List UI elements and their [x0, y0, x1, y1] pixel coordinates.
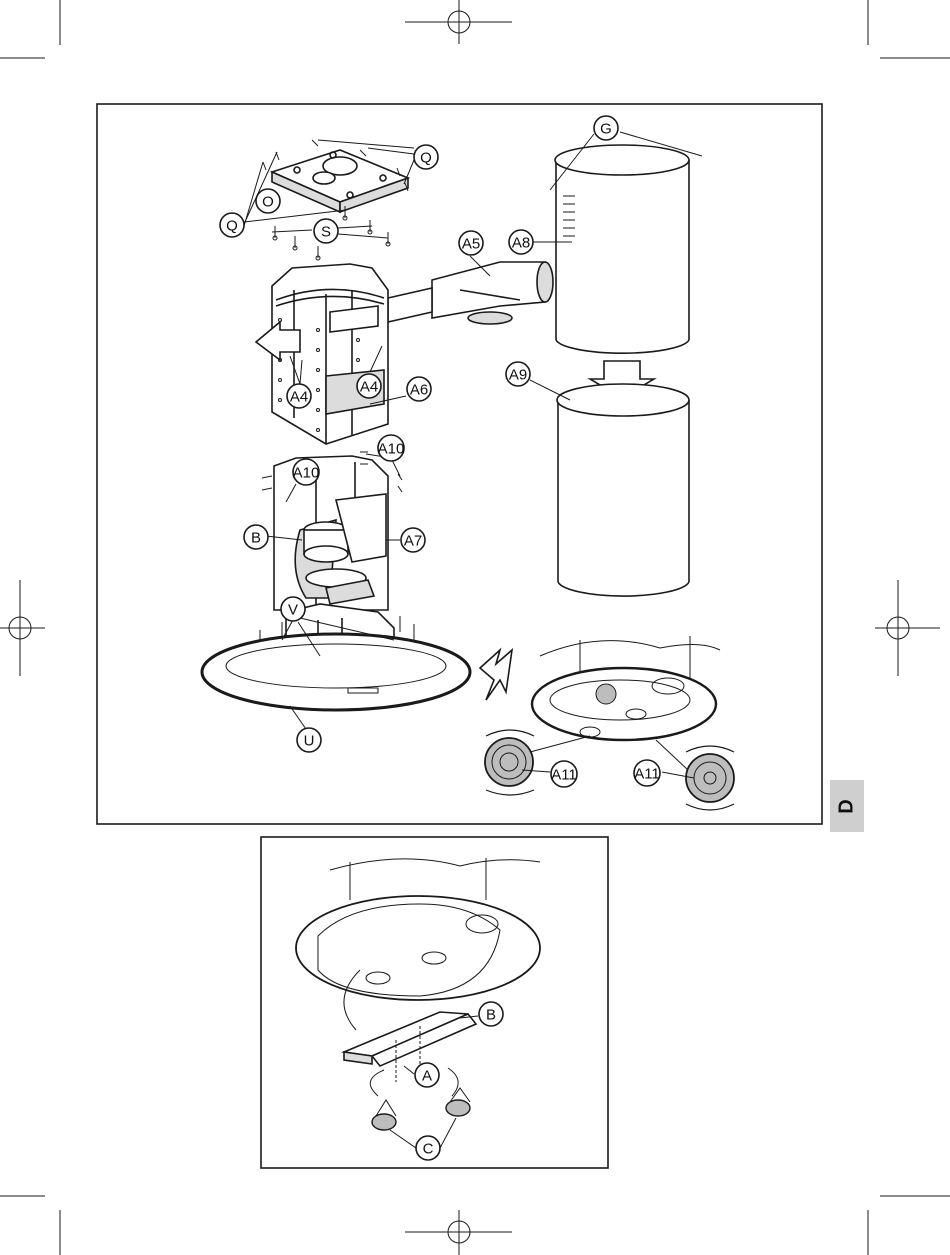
upper-hood-frame — [272, 264, 388, 444]
top-figure-frame — [97, 104, 822, 824]
lower-chimney — [557, 384, 689, 596]
lamps — [372, 1088, 470, 1130]
mounting-plate — [272, 150, 408, 212]
svg-text:A6: A6 — [410, 382, 428, 399]
label-A5: A5 — [459, 231, 483, 255]
lamp-bracket — [344, 1012, 476, 1082]
label-U: U — [297, 728, 321, 752]
registration-mark-right — [875, 580, 940, 676]
registration-mark-top — [405, 0, 512, 44]
label-S: S — [314, 219, 338, 243]
filter-left — [485, 730, 590, 795]
svg-text:B: B — [251, 530, 261, 547]
duct-elbow — [432, 262, 553, 324]
label-B: B — [244, 525, 268, 549]
registration-mark-left — [0, 580, 45, 676]
svg-text:G: G — [600, 121, 612, 138]
label-A11-left: A11 — [551, 761, 577, 787]
label-A4-right: A4 — [357, 374, 381, 398]
svg-text:C: C — [423, 1141, 434, 1158]
svg-text:A10: A10 — [378, 441, 405, 458]
svg-text:O: O — [262, 194, 274, 211]
label-B-bracket: B — [479, 1002, 503, 1026]
svg-text:A8: A8 — [512, 235, 530, 252]
label-Q-right: Q — [414, 145, 438, 169]
svg-text:A5: A5 — [462, 236, 480, 253]
svg-text:A: A — [422, 1068, 432, 1085]
svg-text:A11: A11 — [551, 767, 577, 784]
label-A10-right: A10 — [378, 435, 405, 461]
canopy-oval — [202, 634, 470, 710]
label-A8: A8 — [509, 230, 533, 254]
bottom-figure-frame — [261, 837, 608, 1168]
svg-text:A9: A9 — [509, 367, 527, 384]
label-Q-left: Q — [220, 213, 244, 237]
svg-text:Q: Q — [226, 218, 238, 235]
label-A-screws: A — [415, 1063, 439, 1087]
language-tab-letter: D — [835, 799, 858, 813]
svg-text:A10: A10 — [293, 465, 320, 482]
lower-hood-body — [262, 452, 402, 610]
svg-text:U: U — [304, 733, 315, 750]
svg-text:S: S — [321, 224, 331, 241]
label-A9: A9 — [506, 362, 530, 386]
svg-text:A4: A4 — [360, 379, 378, 396]
label-A4-left: A4 — [287, 384, 311, 408]
svg-text:A7: A7 — [404, 533, 422, 550]
label-G: G — [594, 116, 618, 140]
label-A10-left: A10 — [293, 459, 320, 485]
underside-hood — [296, 858, 540, 1000]
registration-mark-bottom — [405, 1210, 512, 1255]
filter-right — [656, 740, 734, 810]
label-A6: A6 — [407, 377, 431, 401]
svg-text:Q: Q — [420, 150, 432, 167]
svg-text:A4: A4 — [290, 389, 308, 406]
label-C-lamps: C — [416, 1136, 440, 1160]
language-tab: D — [830, 780, 864, 832]
zigzag-arrow — [480, 650, 512, 700]
label-A7: A7 — [401, 528, 425, 552]
svg-text:A11: A11 — [634, 766, 660, 783]
installed-hood-view — [532, 636, 720, 740]
label-A11-right: A11 — [634, 760, 660, 786]
label-V: V — [281, 597, 305, 621]
svg-text:V: V — [288, 602, 298, 619]
svg-text:B: B — [486, 1007, 496, 1024]
upper-chimney — [555, 145, 689, 353]
label-O: O — [256, 189, 280, 213]
duct-arrow — [388, 288, 432, 322]
